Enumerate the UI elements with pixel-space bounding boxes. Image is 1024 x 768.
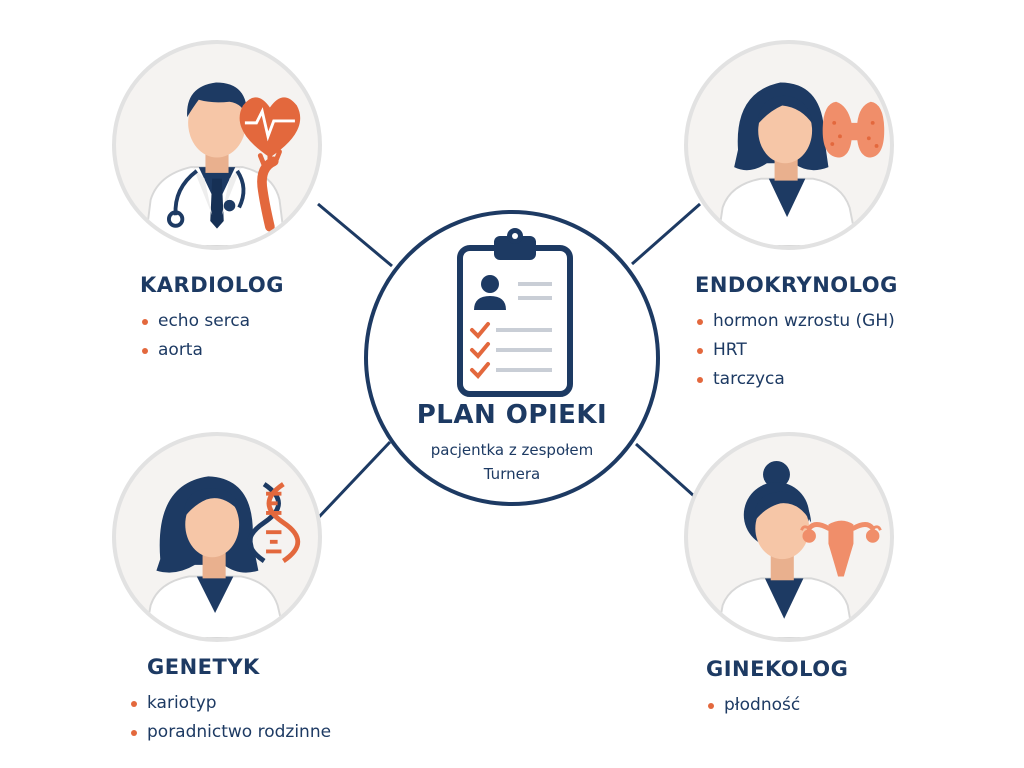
hub-subtitle-line2: Turnera (483, 465, 541, 483)
care-plan-hub: PLAN OPIEKI pacjentka z zespołem Turnera (364, 210, 660, 506)
kardiolog-list: echo serca aorta (140, 307, 284, 365)
connector-endokrynolog (631, 202, 701, 266)
kardiolog-title: KARDIOLOG (140, 273, 285, 297)
list-item: płodność (706, 691, 848, 720)
connector-ginekolog (634, 442, 696, 498)
genetyk-avatar (112, 432, 322, 642)
clipboard-icon (457, 228, 573, 397)
endokrynolog-title: ENDOKRYNOLOG (695, 273, 898, 297)
genetyk-block: GENETYK kariotyp poradnictwo rodzinne (131, 655, 331, 747)
genetyk-list: kariotyp poradnictwo rodzinne (129, 689, 331, 747)
uterus-icon (800, 520, 882, 577)
connector-genetyk (316, 440, 392, 520)
list-item: hormon wzrostu (GH) (695, 307, 898, 336)
thyroid-icon (822, 101, 885, 158)
aorta-icon (257, 149, 282, 232)
kardiolog-avatar (112, 40, 322, 250)
heart-ecg-icon (239, 97, 301, 158)
list-item: poradnictwo rodzinne (129, 718, 331, 747)
list-item: echo serca (140, 307, 284, 336)
connector-kardiolog (317, 202, 393, 268)
ginekolog-title: GINEKOLOG (706, 657, 849, 681)
ginekolog-avatar (684, 432, 894, 642)
ginekolog-list: płodność (706, 691, 848, 720)
kardiolog-block: KARDIOLOG echo serca aorta (140, 273, 284, 365)
list-item: kariotyp (129, 689, 331, 718)
endokrynolog-avatar (684, 40, 894, 250)
ginekolog-block: GINEKOLOG płodność (706, 657, 848, 720)
hub-subtitle-line1: pacjentka z zespołem (430, 441, 594, 459)
list-item: HRT (695, 336, 898, 365)
endokrynolog-block: ENDOKRYNOLOG hormon wzrostu (GH) HRT tar… (695, 273, 898, 394)
genetyk-title: GENETYK (147, 655, 260, 679)
endokrynolog-list: hormon wzrostu (GH) HRT tarczyca (695, 307, 898, 394)
list-item: tarczyca (695, 365, 898, 394)
hub-subtitle: pacjentka z zespołem Turnera (398, 438, 626, 486)
hub-title: PLAN OPIEKI (416, 400, 608, 430)
dna-icon (247, 482, 301, 564)
list-item: aorta (140, 336, 284, 365)
